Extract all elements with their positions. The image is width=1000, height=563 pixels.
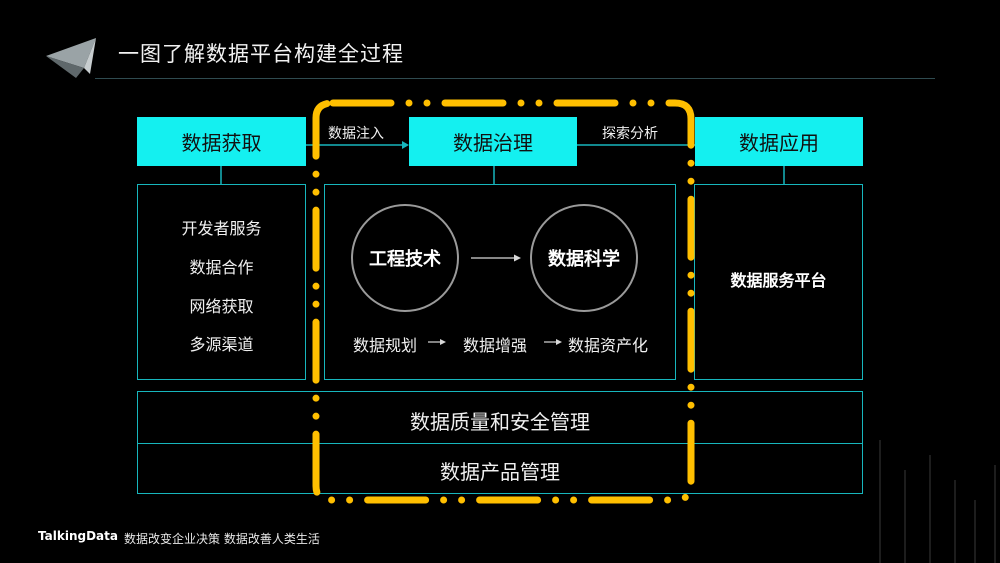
panel-acquisition: [137, 184, 306, 380]
circle-engineering: 工程技术: [351, 204, 459, 312]
data-service-platform: 数据服务平台: [730, 271, 827, 290]
panel-application: [694, 184, 863, 380]
acquire-item: 开发者服务: [181, 219, 262, 238]
title-divider: [95, 78, 935, 79]
bottom-bars-divider: [137, 443, 863, 444]
acquire-item: 多源渠道: [189, 335, 254, 354]
bottom-bars-frame: [137, 391, 863, 494]
header-data-application: 数据应用: [695, 117, 863, 166]
govern-step: 数据增强: [463, 336, 528, 355]
panel-governance: [324, 184, 676, 380]
footer-brand: TalkingData: [38, 529, 118, 543]
acquire-item: 数据合作: [189, 258, 254, 277]
header-data-governance: 数据治理: [409, 117, 577, 166]
flow-label-data-injection: 数据注入: [328, 126, 384, 142]
govern-step: 数据规划: [353, 336, 418, 355]
govern-step: 数据资产化: [568, 336, 649, 355]
header-data-acquisition: 数据获取: [137, 117, 306, 166]
paper-plane-logo-icon: [46, 38, 96, 78]
flow-label-exploration: 探索分析: [602, 126, 658, 142]
bar-quality-security: 数据质量和安全管理: [410, 410, 590, 434]
circle-data-science: 数据科学: [530, 204, 638, 312]
footer-slogan: 数据改变企业决策 数据改善人类生活: [124, 532, 320, 546]
bar-product-management: 数据产品管理: [440, 460, 560, 484]
page-title: 一图了解数据平台构建全过程: [118, 42, 404, 66]
acquire-item: 网络获取: [189, 297, 254, 316]
